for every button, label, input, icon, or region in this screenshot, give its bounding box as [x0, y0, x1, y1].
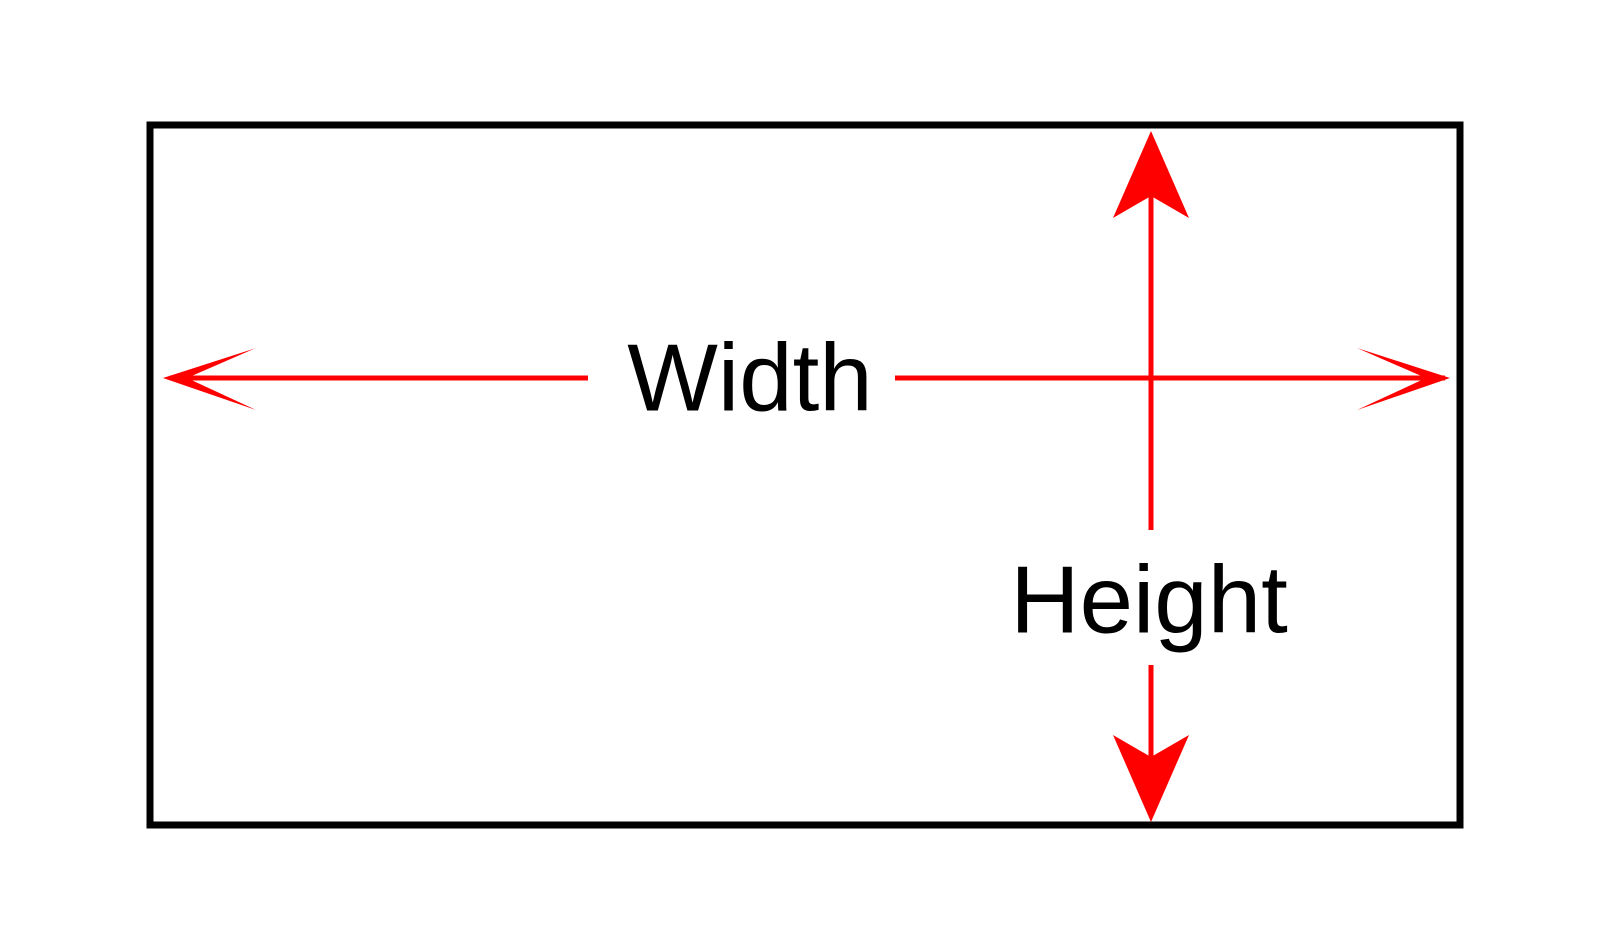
width-label: Width [627, 325, 872, 432]
height-arrow [1113, 131, 1189, 822]
width-arrow-head-right [1357, 348, 1450, 410]
rectangle-outline [146, 121, 1464, 829]
height-label: Height [1010, 547, 1288, 654]
height-arrow-head-bottom [1113, 735, 1189, 822]
width-arrow [163, 348, 1450, 410]
height-arrow-head-top [1113, 131, 1189, 218]
width-arrow-head-left [163, 348, 256, 410]
